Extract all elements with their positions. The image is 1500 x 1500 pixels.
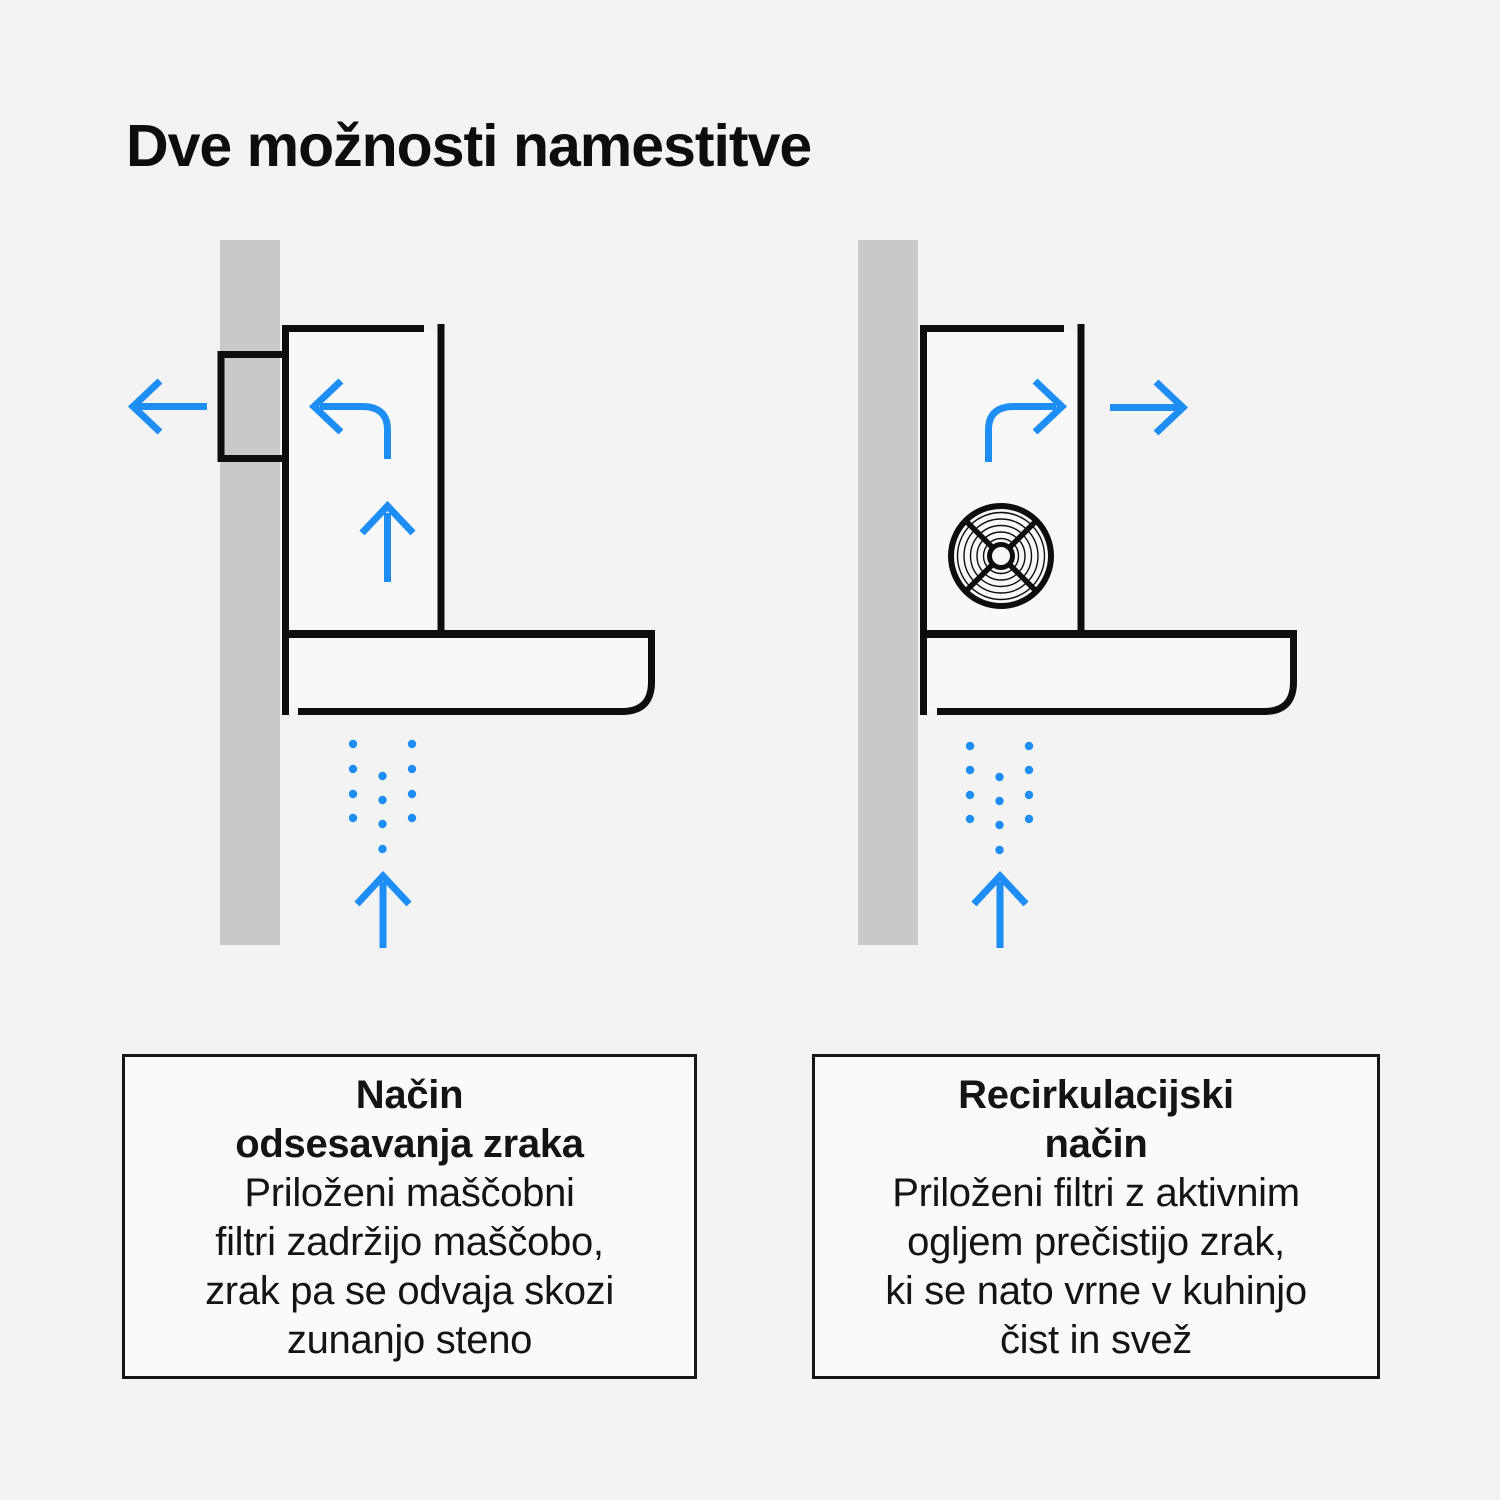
wall [858, 240, 918, 945]
caption-line: Način [355, 1073, 464, 1117]
intake-arrow-icon [354, 870, 412, 948]
extraction-caption-body: Priloženi maščobni filtri zadržijo maščo… [125, 1169, 694, 1365]
page-title: Dve možnosti namestitve [126, 113, 812, 179]
canopy-outline [298, 634, 655, 715]
wall [220, 240, 280, 945]
hood-canopy [923, 634, 1293, 711]
caption-line: Priloženi maščobni [244, 1171, 575, 1215]
curved-airflow-arrow-icon [308, 378, 391, 459]
through-wall-duct [217, 351, 283, 462]
caption-line: Recirkulacijski [958, 1073, 1234, 1117]
extraction-caption-title: Način odsesavanja zraka [125, 1071, 694, 1169]
caption-line: Priloženi filtri z aktivnim [892, 1171, 1300, 1215]
fan-icon [948, 503, 1054, 609]
caption-line: zunanjo steno [286, 1318, 533, 1362]
caption-line: način [1044, 1122, 1148, 1166]
steam-dots [348, 739, 417, 854]
recirculation-mode-diagram [858, 240, 1297, 948]
caption-line: zrak pa se odvaja skozi [205, 1269, 614, 1313]
recirculation-caption-body: Priloženi filtri z aktivnim ogljem preči… [815, 1169, 1377, 1365]
canopy-outline [937, 634, 1297, 715]
hood-chimney [923, 331, 1081, 634]
caption-line: ogljem prečistijo zrak, [907, 1220, 1285, 1264]
caption-line: odsesavanja zraka [235, 1122, 584, 1166]
caption-line: filtri zadržijo maščobo, [215, 1220, 604, 1264]
hood-canopy [285, 634, 651, 711]
extraction-caption-box: Način odsesavanja zraka Priloženi maščob… [122, 1054, 697, 1379]
up-airflow-arrow-icon [359, 500, 416, 582]
extraction-mode-diagram [127, 240, 655, 948]
curved-airflow-arrow-icon [985, 378, 1068, 462]
recirculation-caption-box: Recirkulacijski način Priloženi filtri z… [812, 1054, 1380, 1379]
exhaust-arrow-icon [127, 378, 207, 435]
outflow-arrow-icon [1110, 379, 1189, 436]
intake-arrow-icon [971, 870, 1029, 948]
recirculation-caption-title: Recirkulacijski način [815, 1071, 1377, 1169]
steam-dots [965, 741, 1034, 855]
caption-line: ki se nato vrne v kuhinjo [885, 1269, 1307, 1313]
caption-line: čist in svež [999, 1318, 1192, 1362]
hood-chimney [285, 331, 441, 634]
